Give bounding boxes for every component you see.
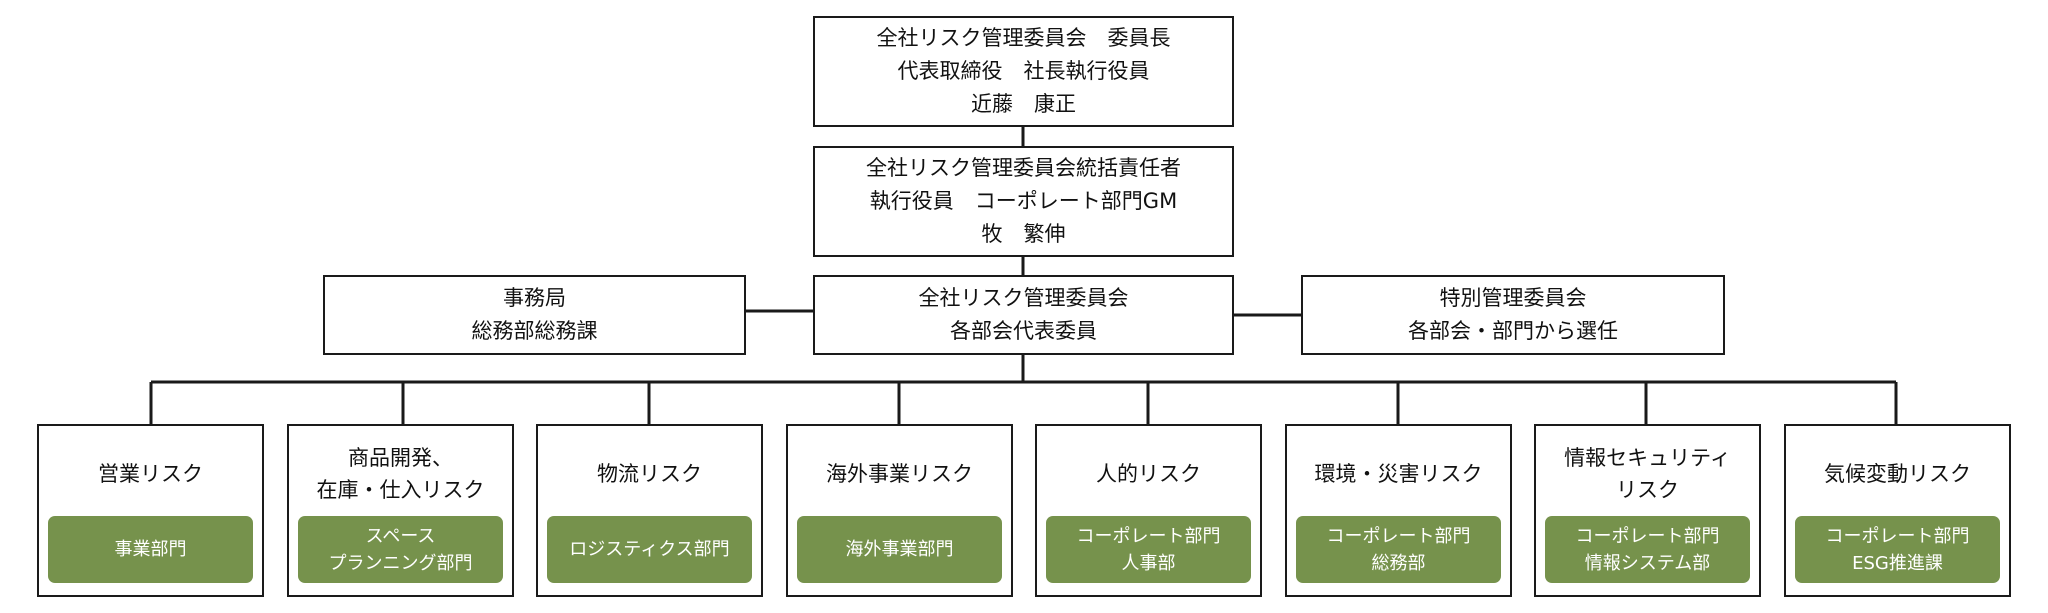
- risk-title: 環境・災害リスク: [1287, 432, 1510, 516]
- risk-box-information-security: 情報セキュリティ リスク コーポレート部門 情報システム部: [1534, 424, 1761, 597]
- special-line-2: 各部会・部門から選任: [1408, 319, 1618, 343]
- department-line: 総務部: [1371, 552, 1426, 574]
- risk-box-overseas: 海外事業リスク 海外事業部門: [786, 424, 1013, 597]
- department-badge: コーポレート部門 情報システム部: [1545, 516, 1750, 583]
- risk-title-line: 海外事業リスク: [826, 462, 973, 486]
- special-committee-box: 特別管理委員会 各部会・部門から選任: [1301, 275, 1725, 355]
- department-badge: 事業部門: [48, 516, 253, 583]
- risk-title: 情報セキュリティ リスク: [1536, 432, 1759, 516]
- risk-title: 人的リスク: [1037, 432, 1260, 516]
- department-badge: ロジスティクス部門: [547, 516, 752, 583]
- risk-committee-box: 全社リスク管理委員会 各部会代表委員: [813, 275, 1234, 355]
- committee-line-2: 各部会代表委員: [950, 319, 1097, 343]
- manager-line-3: 牧 繁伸: [981, 222, 1066, 246]
- risk-title: 海外事業リスク: [788, 432, 1011, 516]
- risk-title-line: 在庫・仕入リスク: [316, 478, 485, 502]
- special-line-1: 特別管理委員会: [1439, 286, 1587, 310]
- secretariat-line-1: 事務局: [503, 286, 566, 310]
- risk-title-line: 物流リスク: [597, 462, 702, 486]
- department-badge: コーポレート部門 総務部: [1296, 516, 1501, 583]
- risk-title: 商品開発、 在庫・仕入リスク: [289, 432, 512, 516]
- department-line: 事業部門: [114, 539, 187, 560]
- department-badge: 海外事業部門: [797, 516, 1002, 583]
- department-line: ESG推進課: [1852, 552, 1943, 574]
- risk-box-sales: 営業リスク 事業部門: [37, 424, 264, 597]
- risk-box-environment-disaster: 環境・災害リスク コーポレート部門 総務部: [1285, 424, 1512, 597]
- department-badge: スペース プランニング部門: [298, 516, 503, 583]
- department-line: コーポレート部門: [1825, 525, 1970, 547]
- risk-title: 気候変動リスク: [1786, 432, 2009, 516]
- risk-title-line: 環境・災害リスク: [1314, 462, 1483, 486]
- department-badge: コーポレート部門 ESG推進課: [1795, 516, 2000, 583]
- department-badge: コーポレート部門 人事部: [1046, 516, 1251, 583]
- committee-line-1: 全社リスク管理委員会: [918, 286, 1129, 310]
- department-line: コーポレート部門: [1575, 525, 1720, 547]
- risk-title-line: 気候変動リスク: [1824, 462, 1971, 486]
- department-line: ロジスティクス部門: [569, 539, 730, 560]
- department-line: 情報システム部: [1584, 552, 1711, 574]
- risk-box-product-inventory: 商品開発、 在庫・仕入リスク スペース プランニング部門: [287, 424, 514, 597]
- department-line: コーポレート部門: [1326, 525, 1471, 547]
- risk-box-logistics: 物流リスク ロジスティクス部門: [536, 424, 763, 597]
- manager-line-2: 執行役員 コーポレート部門GM: [869, 189, 1178, 213]
- risk-title-line: リスク: [1616, 478, 1679, 502]
- department-line: スペース: [365, 525, 436, 547]
- risk-title-line: 人的リスク: [1096, 462, 1201, 486]
- risk-title: 営業リスク: [39, 432, 262, 516]
- secretariat-box: 事務局 総務部総務課: [323, 275, 746, 355]
- department-line: 海外事業部門: [845, 539, 954, 560]
- risk-title-line: 営業リスク: [98, 462, 203, 486]
- department-line: コーポレート部門: [1076, 525, 1221, 547]
- chairman-line-1: 全社リスク管理委員会 委員長: [876, 26, 1171, 50]
- chairman-line-2: 代表取締役 社長執行役員: [897, 59, 1150, 83]
- department-line: プランニング部門: [328, 552, 473, 574]
- risk-box-climate-change: 気候変動リスク コーポレート部門 ESG推進課: [1784, 424, 2011, 597]
- manager-line-1: 全社リスク管理委員会統括責任者: [866, 156, 1181, 180]
- secretariat-line-2: 総務部総務課: [471, 319, 598, 343]
- general-manager-box: 全社リスク管理委員会統括責任者 執行役員 コーポレート部門GM 牧 繁伸: [813, 146, 1234, 257]
- chairman-box: 全社リスク管理委員会 委員長 代表取締役 社長執行役員 近藤 康正: [813, 16, 1234, 127]
- risk-title-line: 商品開発、: [348, 446, 453, 470]
- risk-title-line: 情報セキュリティ: [1564, 446, 1731, 470]
- department-line: 人事部: [1121, 552, 1176, 574]
- risk-box-human: 人的リスク コーポレート部門 人事部: [1035, 424, 1262, 597]
- chairman-line-3: 近藤 康正: [971, 92, 1076, 116]
- risk-title: 物流リスク: [538, 432, 761, 516]
